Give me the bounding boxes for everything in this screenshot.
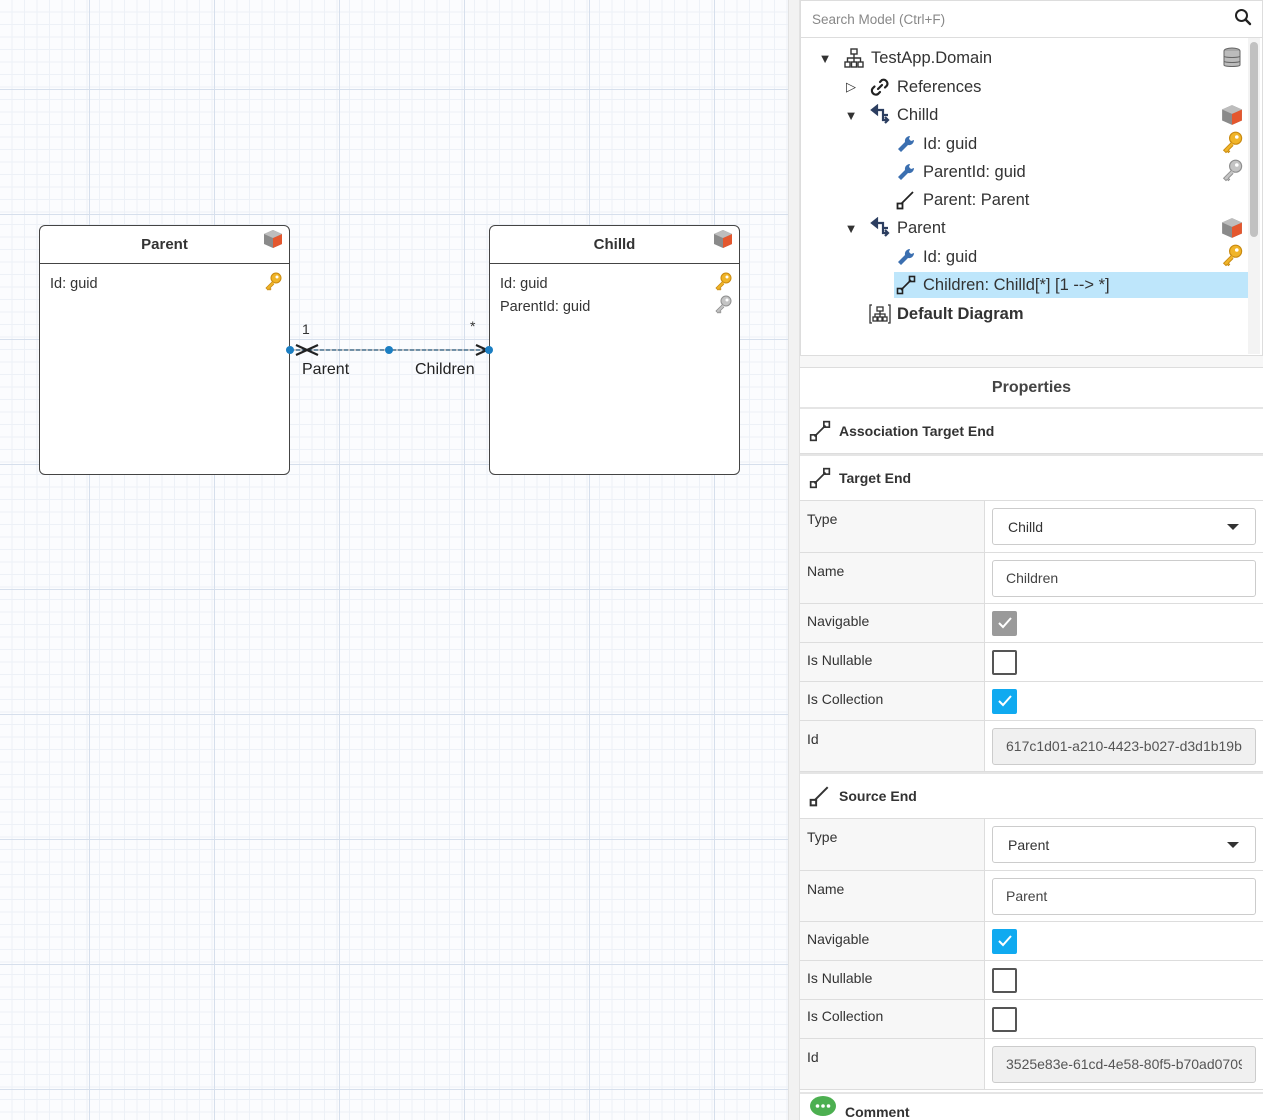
connector-handle bbox=[485, 346, 493, 354]
tree-item-diagram[interactable]: Default Diagram bbox=[869, 301, 1024, 327]
model-tree: ▼ TestApp.Domain ▷ References ▼ Chilld bbox=[800, 38, 1263, 356]
tree-item-root[interactable]: ▼ TestApp.Domain bbox=[817, 45, 992, 71]
association-icon bbox=[809, 467, 831, 489]
property-row-nullable: Is Nullable bbox=[800, 643, 1263, 682]
section-comment[interactable]: Comment bbox=[800, 1092, 1263, 1120]
package-icon bbox=[843, 47, 865, 69]
wrench-icon bbox=[895, 161, 917, 183]
class-icon bbox=[869, 104, 891, 126]
primary-key-icon bbox=[263, 272, 283, 296]
entity-attribute[interactable]: ParentId: guid bbox=[490, 295, 739, 318]
property-row-navigable: Navigable bbox=[800, 922, 1263, 961]
collection-checkbox[interactable] bbox=[992, 688, 1017, 714]
entity-parent[interactable]: Parent Id: guid bbox=[39, 225, 290, 475]
search-input[interactable] bbox=[812, 11, 1234, 27]
expand-toggle-icon[interactable]: ▼ bbox=[844, 220, 858, 236]
entity-attribute[interactable]: Id: guid bbox=[490, 272, 739, 295]
association-line[interactable] bbox=[280, 335, 500, 365]
search-icon[interactable] bbox=[1234, 8, 1252, 31]
source-multiplicity: 1 bbox=[302, 321, 310, 337]
scrollbar-thumb[interactable] bbox=[1250, 42, 1258, 237]
tree-item-association-end[interactable]: Parent: Parent bbox=[895, 187, 1029, 213]
class-cube-icon bbox=[263, 229, 283, 253]
comment-icon bbox=[809, 1095, 837, 1120]
entity-header: Parent bbox=[40, 226, 289, 264]
entity-name: Chilld bbox=[593, 236, 636, 253]
association-icon bbox=[895, 189, 917, 211]
property-row-id: Id bbox=[800, 721, 1263, 772]
chevron-down-icon bbox=[1227, 523, 1239, 530]
property-row-type: Type Chilld bbox=[800, 501, 1263, 553]
property-row-navigable: Navigable bbox=[800, 604, 1263, 643]
association-icon bbox=[809, 420, 831, 442]
tree-item-references[interactable]: ▷ References bbox=[843, 74, 981, 100]
association-icon bbox=[895, 274, 917, 296]
expand-toggle-icon[interactable]: ▼ bbox=[844, 107, 858, 123]
wrench-icon bbox=[895, 133, 917, 155]
panel-splitter[interactable] bbox=[788, 0, 800, 1120]
primary-key-icon bbox=[713, 272, 733, 296]
database-icon bbox=[1220, 46, 1244, 70]
connector-handle bbox=[385, 346, 393, 354]
tree-item-attribute[interactable]: Id: guid bbox=[895, 244, 977, 270]
tree-item-class-chilld[interactable]: ▼ Chilld bbox=[843, 102, 938, 128]
id-field[interactable] bbox=[992, 727, 1256, 765]
link-icon bbox=[869, 76, 891, 98]
panel-splitter-horizontal[interactable] bbox=[800, 356, 1263, 368]
target-multiplicity: * bbox=[470, 318, 476, 334]
target-end-label[interactable]: Children bbox=[415, 361, 475, 378]
property-row-name: Name bbox=[800, 553, 1263, 604]
type-select[interactable]: Chilld bbox=[992, 508, 1256, 545]
navigable-checkbox[interactable] bbox=[992, 928, 1017, 954]
navigable-checkbox[interactable] bbox=[992, 610, 1017, 636]
diagram-icon bbox=[869, 303, 891, 325]
class-icon bbox=[869, 217, 891, 239]
right-panel: ▼ TestApp.Domain ▷ References ▼ Chilld bbox=[800, 0, 1268, 1120]
name-input[interactable] bbox=[992, 559, 1256, 597]
class-cube-icon bbox=[1220, 216, 1244, 240]
primary-key-icon bbox=[1220, 131, 1244, 155]
connector-handle bbox=[286, 346, 294, 354]
properties-title: Properties bbox=[800, 368, 1263, 408]
id-field[interactable] bbox=[992, 1045, 1256, 1083]
source-end-label[interactable]: Parent bbox=[302, 361, 350, 378]
nullable-checkbox[interactable] bbox=[992, 649, 1017, 675]
wrench-icon bbox=[895, 246, 917, 268]
tree-item-association-end-selected[interactable]: Children: Chilld[*] [1 --> *] bbox=[894, 272, 1249, 298]
type-select[interactable]: Parent bbox=[992, 826, 1256, 863]
section-association-target-end[interactable]: Association Target End bbox=[800, 407, 1263, 454]
property-row-collection: Is Collection bbox=[800, 1000, 1263, 1039]
collection-checkbox[interactable] bbox=[992, 1006, 1017, 1032]
collapse-toggle-icon[interactable]: ▷ bbox=[846, 79, 856, 94]
diagram-canvas[interactable]: Parent Id: guid Chilld Id: guid bbox=[0, 0, 788, 1120]
tree-item-attribute[interactable]: ParentId: guid bbox=[895, 159, 1026, 185]
property-row-id: Id bbox=[800, 1039, 1263, 1090]
section-target-end[interactable]: Target End bbox=[800, 454, 1263, 501]
foreign-key-icon bbox=[1220, 159, 1244, 183]
tree-item-attribute[interactable]: Id: guid bbox=[895, 131, 977, 157]
class-cube-icon bbox=[1220, 103, 1244, 127]
association-icon bbox=[809, 785, 831, 807]
nullable-checkbox[interactable] bbox=[992, 967, 1017, 993]
section-source-end[interactable]: Source End bbox=[800, 772, 1263, 819]
entity-header: Chilld bbox=[490, 226, 739, 264]
entity-attribute[interactable]: Id: guid bbox=[40, 272, 289, 295]
tree-item-class-parent[interactable]: ▼ Parent bbox=[843, 215, 946, 241]
property-row-name: Name bbox=[800, 871, 1263, 922]
entity-chilld[interactable]: Chilld Id: guid ParentId: guid bbox=[489, 225, 740, 475]
model-search bbox=[800, 0, 1263, 38]
property-row-collection: Is Collection bbox=[800, 682, 1263, 721]
property-row-type: Type Parent bbox=[800, 819, 1263, 871]
entity-name: Parent bbox=[141, 236, 188, 253]
tree-scrollbar[interactable] bbox=[1248, 38, 1260, 354]
primary-key-icon bbox=[1220, 244, 1244, 268]
chevron-down-icon bbox=[1227, 841, 1239, 848]
name-input[interactable] bbox=[992, 877, 1256, 915]
class-cube-icon bbox=[713, 229, 733, 253]
property-row-nullable: Is Nullable bbox=[800, 961, 1263, 1000]
expand-toggle-icon[interactable]: ▼ bbox=[818, 50, 832, 66]
foreign-key-icon bbox=[713, 295, 733, 319]
